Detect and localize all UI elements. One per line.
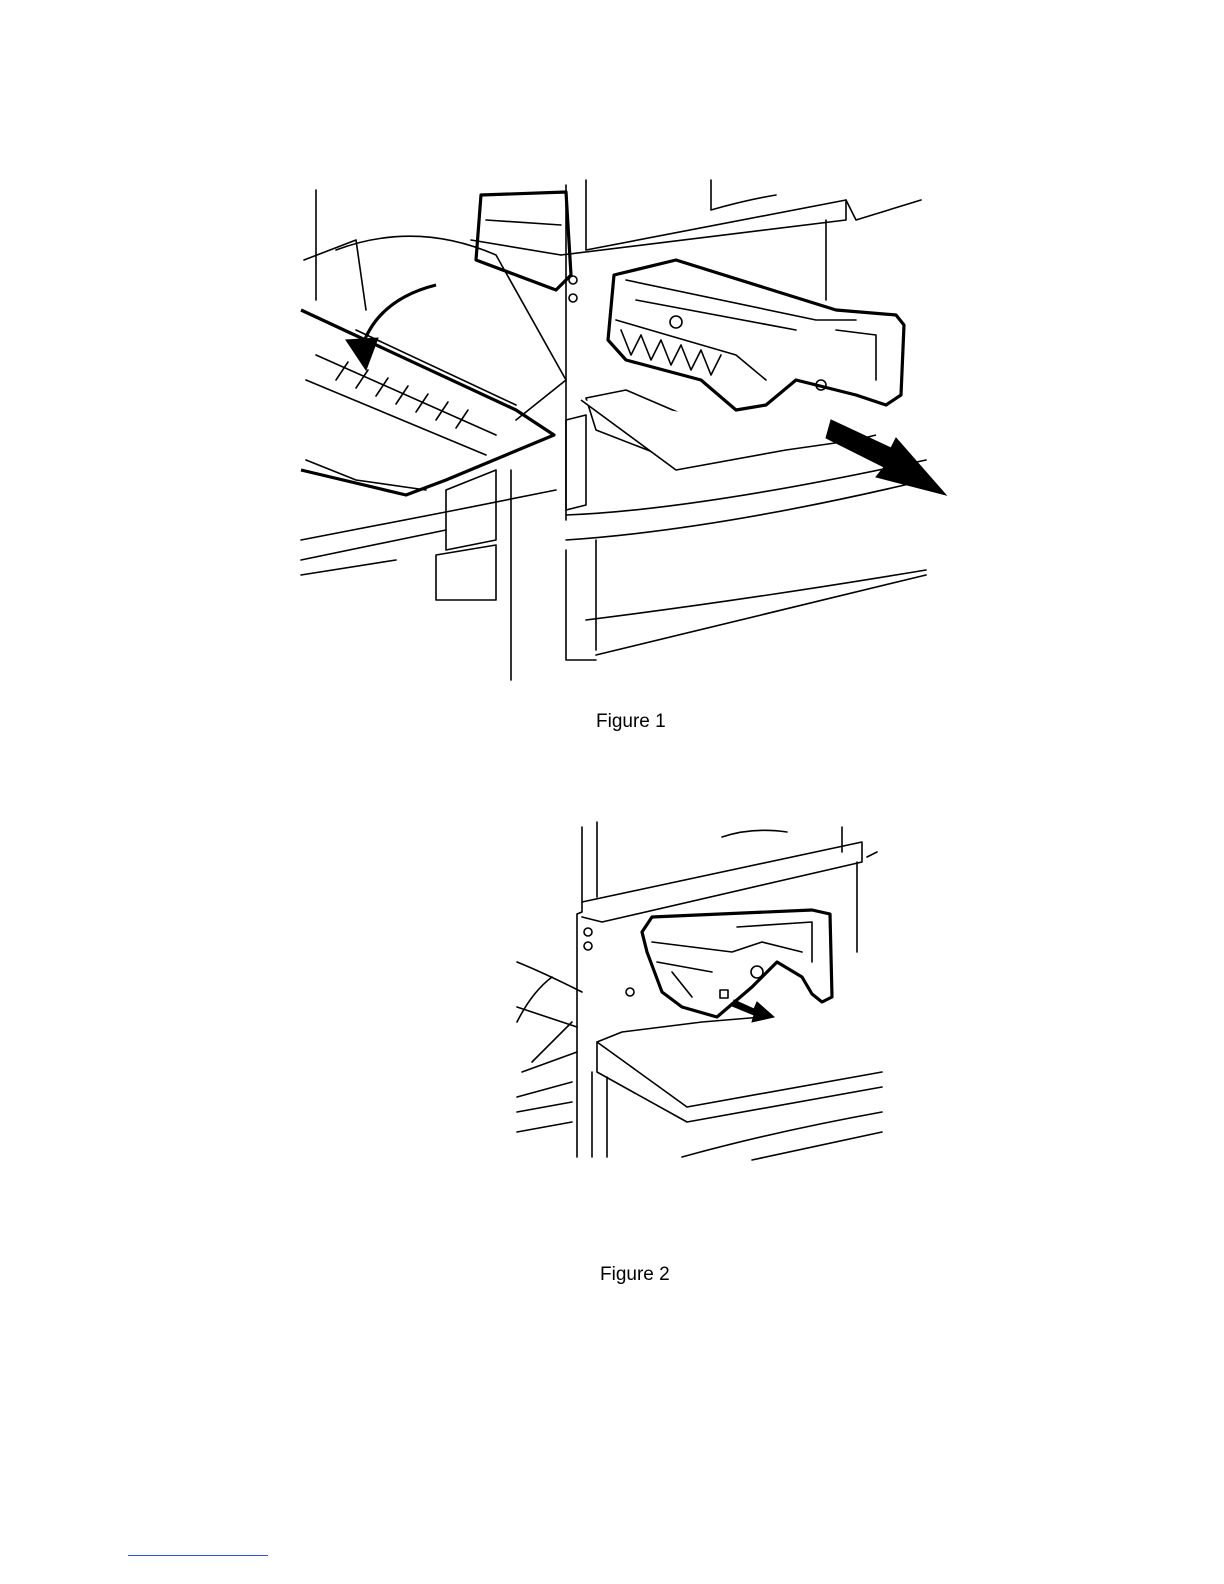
figure-2-caption: Figure 2: [600, 1264, 670, 1286]
figure-1-illustration: [296, 180, 956, 680]
footer-rule: [128, 1555, 268, 1556]
figure-1-caption: Figure 1: [596, 711, 666, 733]
figure-2-illustration: [512, 822, 884, 1162]
